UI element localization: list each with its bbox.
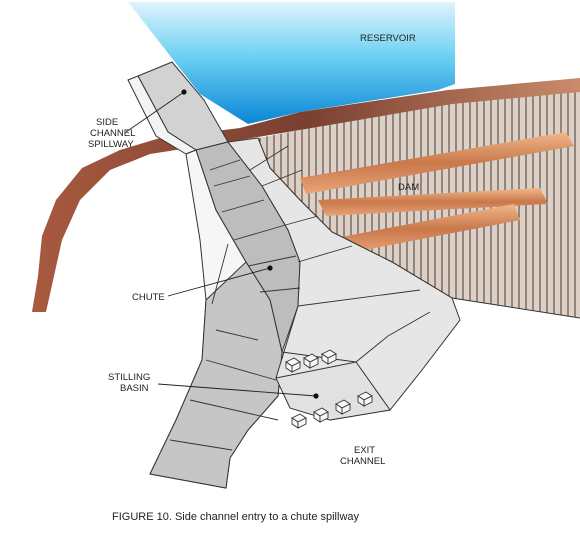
- chute-joints: [169, 145, 431, 451]
- baffle-block: [335, 399, 351, 415]
- baffle-blocks-upper: [285, 349, 337, 373]
- label-exit-channel-line1: EXIT: [354, 445, 375, 456]
- dam-berm-middle: [318, 188, 548, 216]
- baffle-blocks-lower: [291, 391, 373, 429]
- baffle-block: [291, 413, 307, 429]
- baffle-block: [357, 391, 373, 407]
- baffle-block: [303, 353, 319, 369]
- baffle-block: [313, 407, 329, 423]
- label-stilling-basin-line2: BASIN: [120, 383, 149, 394]
- dam-crest: [32, 78, 580, 312]
- reservoir-water: [128, 2, 455, 124]
- figure-caption: FIGURE 10. Side channel entry to a chute…: [112, 511, 360, 523]
- chute-left-slab: [149, 261, 283, 489]
- label-dam: DAM: [398, 182, 419, 193]
- label-side-channel-line1: SIDE: [96, 117, 118, 128]
- stilling-basin-floor: [275, 361, 391, 421]
- baffle-block: [321, 349, 337, 365]
- dam-berm-upper: [300, 132, 574, 194]
- dam-berm-lower: [336, 204, 520, 254]
- label-side-channel-line2: CHANNEL: [90, 128, 135, 139]
- leader-side-channel: [125, 89, 187, 133]
- leader-stilling-basin: [157, 383, 319, 399]
- baffle-block: [285, 357, 301, 373]
- label-reservoir: RESERVOIR: [360, 33, 416, 44]
- leader-chute: [167, 265, 273, 297]
- label-exit-channel-line2: CHANNEL: [340, 456, 385, 467]
- label-chute: CHUTE: [132, 292, 165, 303]
- label-stilling-basin-line1: STILLING: [108, 372, 150, 383]
- chute-right-slope: [227, 137, 461, 421]
- label-side-channel-line3: SPILLWAY: [88, 139, 134, 150]
